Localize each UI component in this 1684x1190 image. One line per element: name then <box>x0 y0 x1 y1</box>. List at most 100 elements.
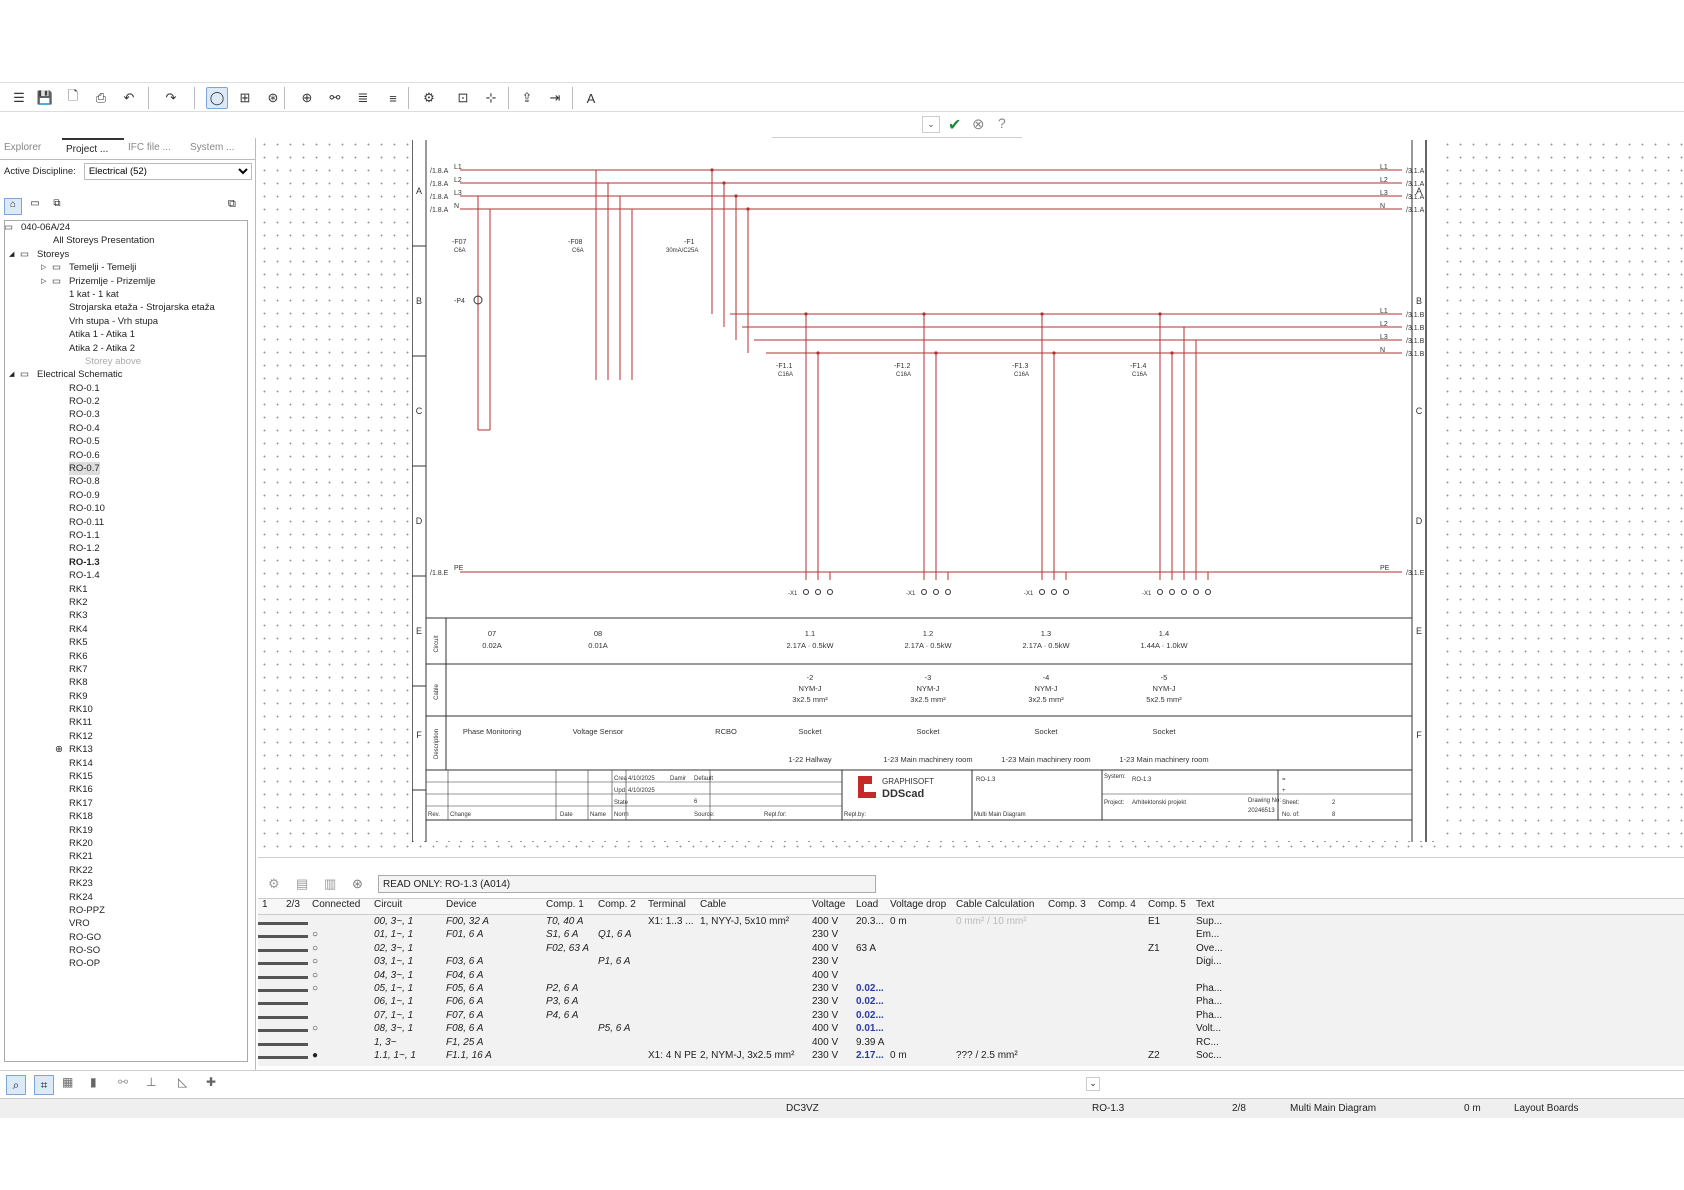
grid-cell[interactable] <box>1094 995 1144 1008</box>
grid-cell[interactable] <box>696 995 808 1008</box>
tree-item[interactable]: RK14 <box>5 757 247 770</box>
grid-cell[interactable]: Z2 <box>1148 1049 1160 1061</box>
grid-cell[interactable] <box>442 942 542 955</box>
grid-cell[interactable]: 08, 3~, 1 <box>374 1023 414 1035</box>
grid-cell[interactable] <box>886 928 952 941</box>
grid-cell[interactable]: 03, 1~, 1 <box>374 956 414 968</box>
grid-cell[interactable] <box>282 943 308 952</box>
tree-item[interactable]: ◢▭Storeys <box>5 248 247 261</box>
grid-cell[interactable] <box>542 1049 594 1062</box>
grid-column-header[interactable]: Device <box>446 899 477 910</box>
grid-cell[interactable] <box>1044 1022 1094 1035</box>
grid-cell[interactable]: 1.1, 1~, 1 <box>374 1049 416 1061</box>
grid-column-header[interactable]: Load <box>856 899 879 910</box>
grid-cell[interactable] <box>644 1036 696 1049</box>
grid-cell[interactable]: 07, 1~, 1 <box>374 1009 414 1021</box>
grid-cell[interactable]: F08, 6 A <box>446 1023 484 1035</box>
grid-cell[interactable]: Pha... <box>1196 982 1223 994</box>
grid-cell[interactable] <box>282 983 308 992</box>
filter-icon[interactable]: ⊛ <box>352 876 363 891</box>
grid-cell[interactable]: ○ <box>312 969 319 981</box>
grid-cell[interactable]: 0 mm² / 10 mm² <box>956 916 1027 927</box>
grid-cell[interactable] <box>1094 942 1144 955</box>
grid-cell[interactable]: 400 V <box>812 1036 839 1048</box>
grid-cell[interactable] <box>1094 915 1144 928</box>
grid-cell[interactable] <box>696 942 808 955</box>
cancel-icon[interactable]: ⊗ <box>972 116 985 133</box>
grid-cell[interactable]: Q1, 6 A <box>598 929 632 941</box>
tree-item[interactable]: RK16 <box>5 783 247 796</box>
grid-cell[interactable] <box>1044 1036 1094 1049</box>
tree-item[interactable]: VRO <box>5 917 247 930</box>
tree-item[interactable]: RK2 <box>5 596 247 609</box>
measure-tool-icon[interactable]: ◺ <box>178 1075 188 1089</box>
grid-cell[interactable]: 63 A <box>856 942 877 954</box>
tree-item[interactable]: RO-1.4 <box>5 569 247 582</box>
grid-cell[interactable] <box>952 1036 1044 1049</box>
tree-item[interactable]: RK24 <box>5 891 247 904</box>
open-icon[interactable]: ☰ <box>13 90 25 105</box>
grid-cell[interactable]: F1.1, 16 A <box>446 1049 492 1061</box>
crop-tool-icon[interactable]: ⌗ <box>34 1075 54 1095</box>
tree-item[interactable]: RK12 <box>5 730 247 743</box>
link-tool-icon[interactable]: ⚯ <box>118 1075 129 1089</box>
grid-cell[interactable] <box>952 995 1044 1008</box>
grid-cell[interactable] <box>282 956 308 966</box>
grid-cell[interactable] <box>886 995 952 1008</box>
grid-cell[interactable] <box>1094 1022 1144 1035</box>
grid-cell[interactable]: ○ <box>312 1023 319 1035</box>
tree-item[interactable]: Atika 1 - Atika 1 <box>5 328 247 341</box>
grid-cell[interactable] <box>1094 1036 1144 1049</box>
tree-item[interactable]: RK11 <box>5 716 247 729</box>
grid-cell[interactable] <box>282 996 308 1006</box>
grid-cell[interactable] <box>1044 995 1094 1008</box>
tree-item[interactable]: All Storeys Presentation <box>5 234 247 247</box>
grid-cell[interactable] <box>258 983 282 992</box>
tree-item[interactable]: RO-0.2 <box>5 395 247 408</box>
grid-cell[interactable] <box>852 928 886 941</box>
grid-cell[interactable] <box>952 1009 1044 1022</box>
grid-cell[interactable] <box>886 1009 952 1022</box>
grid-cell[interactable] <box>696 982 808 995</box>
grid-cell[interactable] <box>1044 969 1094 982</box>
grid-cell[interactable] <box>542 969 594 982</box>
tree-item[interactable]: Vrh stupa - Vrh stupa <box>5 315 247 328</box>
grid-cell[interactable] <box>1094 1009 1144 1022</box>
expand-arrow-icon[interactable]: ◢ <box>9 250 15 258</box>
grid-cell[interactable] <box>1094 982 1144 995</box>
grid-cell[interactable]: 0.02... <box>856 1009 884 1021</box>
grid-cell[interactable]: 1, 3~ <box>374 1036 397 1048</box>
grid-cell[interactable]: 230 V <box>812 982 839 994</box>
grid-cell[interactable] <box>1094 955 1144 968</box>
tree-item[interactable]: RO-0.5 <box>5 435 247 448</box>
grid-cell[interactable]: 0 m <box>890 1049 907 1061</box>
grid-cell[interactable]: P3, 6 A <box>546 996 579 1008</box>
grid-cell[interactable]: 0.02... <box>856 996 884 1008</box>
tree-item[interactable]: Strojarska etaža - Strojarska etaža <box>5 301 247 314</box>
expand-arrow-icon[interactable]: ▷ <box>41 277 47 285</box>
grid-cell[interactable]: 0 m <box>890 916 907 927</box>
tree-item[interactable]: RK20 <box>5 837 247 850</box>
grid-cell[interactable] <box>1094 928 1144 941</box>
grid-cell[interactable]: P4, 6 A <box>546 1009 579 1021</box>
connect-icon[interactable]: ⚯ <box>329 90 341 105</box>
settings-icon[interactable]: ⚙ <box>423 90 435 105</box>
tree-item[interactable]: ⊕RK13 <box>5 743 247 756</box>
combo-chevron-icon[interactable]: ⌄ <box>1086 1077 1100 1091</box>
grid-cell[interactable] <box>1044 915 1094 928</box>
grid-cell[interactable]: X1: 4 N PE <box>648 1049 696 1061</box>
grid-cell[interactable]: 230 V <box>812 1049 839 1061</box>
grid-cell[interactable] <box>952 1022 1044 1035</box>
grid-cell[interactable] <box>1144 1009 1192 1022</box>
tree-item[interactable]: ▷▭Prizemlje - Prizemlje <box>5 275 247 288</box>
tree-item[interactable]: RK7 <box>5 663 247 676</box>
grid-cell[interactable] <box>258 1037 282 1046</box>
redo-icon[interactable]: ↷ <box>165 90 177 105</box>
grid-cell[interactable] <box>594 1009 644 1022</box>
grid-cell[interactable] <box>282 929 308 939</box>
grid-cell[interactable] <box>542 955 594 968</box>
